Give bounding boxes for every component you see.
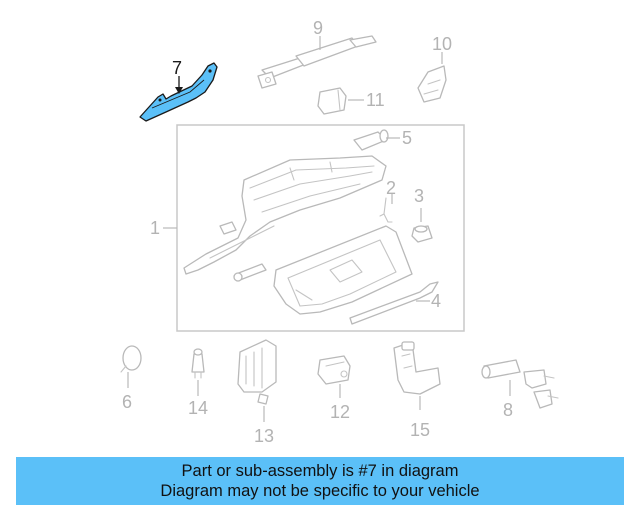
glove-box-housing[interactable] <box>183 155 387 275</box>
callout-10: 10 <box>432 34 452 54</box>
callout-4: 4 <box>431 291 441 311</box>
banner-line-2: Diagram may not be specific to your vehi… <box>160 482 480 500</box>
part-3-damper[interactable] <box>411 225 433 243</box>
callout-7-arrowhead <box>175 87 183 94</box>
part-8-lock-cylinder[interactable] <box>481 359 559 409</box>
info-banner: Part or sub-assembly is #7 in diagram Di… <box>16 457 624 505</box>
housing-clip[interactable] <box>219 221 237 235</box>
hinge-pin[interactable] <box>233 263 267 282</box>
callout-3: 3 <box>414 186 424 206</box>
callout-6: 6 <box>122 392 132 412</box>
part-14-bulb[interactable] <box>191 348 205 379</box>
callout-7: 7 <box>172 58 182 78</box>
part-12-clip[interactable] <box>317 355 351 385</box>
part-6-disc[interactable] <box>120 345 142 373</box>
glove-box-door[interactable] <box>273 225 413 315</box>
callout-2: 2 <box>386 178 396 198</box>
callout-15: 15 <box>410 420 430 440</box>
part-13-switch[interactable] <box>237 339 277 405</box>
part-9-strut[interactable] <box>257 35 377 89</box>
part-4-seal[interactable] <box>349 281 439 325</box>
callout-1: 1 <box>150 218 160 238</box>
callout-11: 11 <box>366 90 385 110</box>
part-11-bumper[interactable] <box>317 87 347 115</box>
callout-14: 14 <box>188 398 208 418</box>
part-2-wire[interactable] <box>379 197 393 223</box>
banner-line-1: Part or sub-assembly is #7 in diagram <box>181 462 459 480</box>
callout-8: 8 <box>503 400 513 420</box>
part-7-bracket[interactable] <box>139 62 218 122</box>
callout-13: 13 <box>254 426 274 446</box>
part-15-lock[interactable] <box>393 341 441 395</box>
part-5-lamp[interactable] <box>353 129 389 151</box>
callout-5: 5 <box>402 128 412 148</box>
callout-9: 9 <box>313 18 323 38</box>
callout-12: 12 <box>330 402 350 422</box>
part-10-latch[interactable] <box>417 65 447 103</box>
